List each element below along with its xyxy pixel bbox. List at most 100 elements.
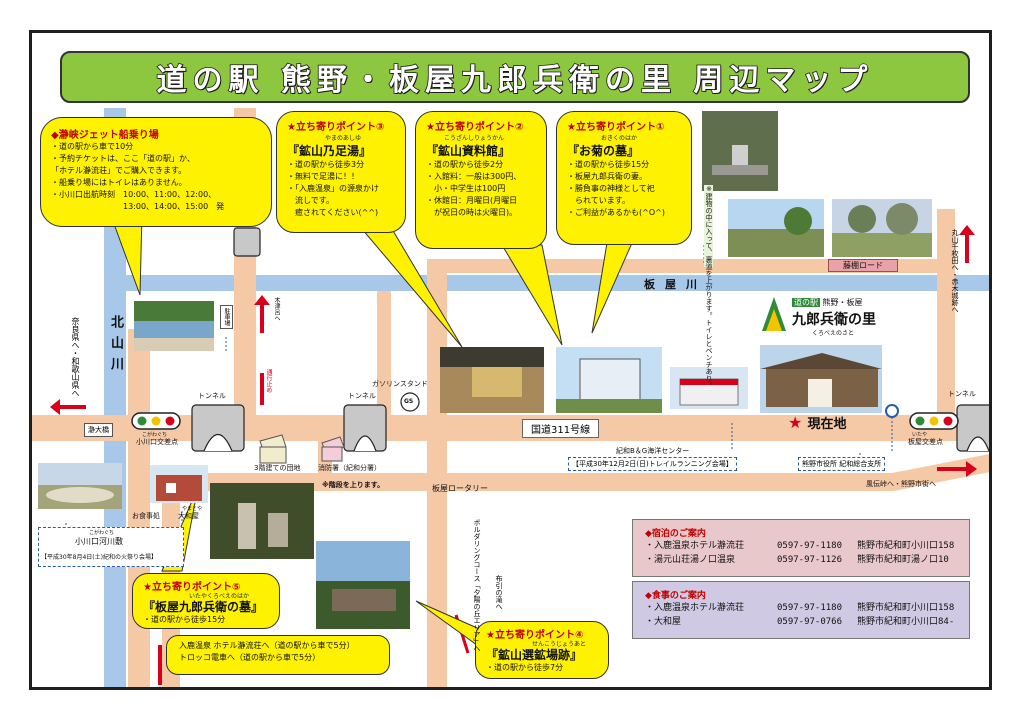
nara-wakayama-direction: 奈良県へ・和歌山県へ <box>71 317 80 397</box>
kiwa-center-event: 【平成30年12月2日(日)トレイルランニング会場】 <box>568 457 737 471</box>
kogawaguchi-block: こがわぐち 小川口河川敷 【平成30年8月4日(土)紀和の火祭り会場】 <box>38 527 184 567</box>
lodging-0-name: ・入鹿温泉ホテル瀞流荘 <box>645 541 745 551</box>
point-1-line-4: ・ご利益があるかも(^O^) <box>567 208 665 217</box>
city-office-label: 熊野市役所 紀和総合支所 <box>798 457 886 471</box>
photo-fujidana-2 <box>832 199 932 257</box>
logo-badge: 道の駅 <box>792 298 820 307</box>
photo-foot-bath <box>440 347 544 413</box>
itaya-intersection-label: 板屋交差点 <box>908 438 943 446</box>
point-4-ruby: せんこうじょうあと <box>532 641 587 648</box>
point-3-ruby: やまのあしゆ <box>325 135 362 142</box>
lodging-1-addr: 熊野市紀和町湯ノ口10 <box>857 555 949 565</box>
tunnel-right-label: トンネル <box>948 390 976 398</box>
sub-road <box>377 291 391 417</box>
torokko-direction: トロッコ電車へ（道の駅から車で5分） <box>179 653 321 662</box>
fujidana-road-label: 藤棚ロード <box>828 259 898 272</box>
jet-line-4: ・小川口出航時刻 10:00、11:00、12:00、 <box>51 190 217 199</box>
no-entry-mark-icon <box>260 373 264 405</box>
lodging-0-tel: 0597-97-1180 <box>777 541 843 551</box>
current-location: ★ 現在地 <box>788 413 846 432</box>
boulder-direction: ボルダリングコース「夕陽の丘エリア」へ <box>473 519 481 652</box>
traffic-light-ogawaguchi <box>131 412 181 430</box>
lodging-0-addr: 熊野市紀和町小川口158 <box>857 541 955 551</box>
point-2-line-4: が祝日の時は火曜日)。 <box>426 208 518 217</box>
current-star-icon: ★ <box>788 413 803 432</box>
point-3-line-1: ・無料で足湯に！！ <box>287 172 359 181</box>
jet-line-3: ・船乗り場にはトイレはありません。 <box>51 178 187 187</box>
tunnel-middle <box>343 404 387 452</box>
traffic-light-itaya <box>909 412 959 430</box>
kitsu-direction: 木津呂へ <box>273 297 280 321</box>
okiku-access-note: ※建物の中に入って、裏道を上がります。トイレとベンチあり。 <box>704 185 713 389</box>
point-1-ruby: おきくのはか <box>601 135 638 142</box>
kiwa-center-label: 紀和B＆G海洋センター <box>616 447 690 455</box>
tunnel-left <box>191 404 245 452</box>
tunnel-middle-label: トンネル <box>348 392 376 400</box>
lodging-row-0: ・入鹿温泉ホテル瀞流荘 0597-97-1180 熊野市紀和町小川口158 <box>645 539 957 553</box>
photo-museum <box>556 347 662 413</box>
point-4-line-0: ・道の駅から徒歩7分 <box>486 663 564 672</box>
point-2-name: 『鉱山資料館』 <box>426 144 511 158</box>
dining-0-tel: 0597-97-1180 <box>777 603 843 613</box>
dining-title: ◆食事のご案内 <box>645 591 706 601</box>
dining-0-addr: 熊野市紀和町小川口158 <box>857 603 955 613</box>
itaya-river-label: 板屋川 <box>644 278 707 291</box>
photo-kurobee-grave <box>210 483 314 559</box>
point-3-name: 『鉱山乃足湯』 <box>287 144 372 158</box>
fire-station-label: 消防署（紀和分署） <box>318 464 381 472</box>
ogawaguchi-label: 小川口交差点 <box>136 438 178 446</box>
gas-station-icon <box>400 392 420 412</box>
ogawaguchi-ruby: こがわぐち <box>142 432 168 438</box>
itaya-river <box>126 275 989 291</box>
upper-connect <box>427 259 947 273</box>
logo-mark-icon <box>760 295 788 335</box>
point-3-callout: ★立ち寄りポイント③ やまのあしゆ 『鉱山乃足湯』 ・道の駅から徒歩3分 ・無料… <box>276 111 406 233</box>
title-banner: 道の駅 熊野・板屋九郎兵衛の里 周辺マップ <box>60 51 970 103</box>
point-3-header: ★立ち寄りポイント③ <box>287 122 385 133</box>
current-location-label: 現在地 <box>807 417 847 432</box>
iruka-callout: 入鹿温泉 ホテル瀞流荘へ（道の駅から車で5分） トロッコ電車へ（道の駅から車で5… <box>166 635 390 675</box>
point-3-line-2: ・「入鹿温泉」の源泉かけ <box>287 184 379 193</box>
point-1-name: 『お菊の墓』 <box>567 144 640 158</box>
jet-boat-title: ◆瀞峡ジェット船乗り場 <box>51 130 159 141</box>
dining-1-tel: 0597-97-0766 <box>777 617 843 627</box>
dorokyo-label: 瀞大橋 <box>84 423 113 437</box>
tunnel-top <box>233 227 261 257</box>
itaya-rotary-label: 板屋ロータリー <box>432 484 488 493</box>
route311-label: 国道311号線 <box>522 419 600 438</box>
logo-kana: くろべえのさと <box>812 330 855 337</box>
point-2-line-2: 小・中学生は100円 <box>426 184 506 193</box>
dining-0-name: ・入鹿温泉ホテル瀞流荘 <box>645 603 745 613</box>
photo-kiwa-center <box>670 367 748 409</box>
point-5-callout: ★立ち寄りポイント⑤ いたやくろべえのはか 『板屋九郎兵衛の墓』 ・道の駅から徒… <box>132 573 280 629</box>
photo-fujidana-1 <box>728 199 824 257</box>
arrow-east-icon <box>937 461 977 477</box>
dining-1-name: ・大和屋 <box>645 617 682 627</box>
page-title: 道の駅 熊野・板屋九郎兵衛の里 周辺マップ <box>156 62 874 99</box>
arrow-down-iruka-icon <box>158 645 162 685</box>
jet-line-1: ・予約チケットは、ここ「道の駅」か、 <box>51 154 195 163</box>
kogawaguchi-river-label: 小川口河川敷 <box>75 537 123 546</box>
yamatoya-label: 大和屋 <box>178 512 199 520</box>
point-3-line-3: 流しです。 <box>287 196 334 205</box>
photo-kogawaguchi <box>38 463 122 509</box>
jet-boat-callout: ◆瀞峡ジェット船乗り場 ・道の駅から車で10分 ・予約チケットは、ここ「道の駅」… <box>40 117 272 227</box>
lodging-1-name: ・湯元山荘湯ノ口温泉 <box>645 555 736 565</box>
iruka-direction: 入鹿温泉 ホテル瀞流荘へ（道の駅から車で5分） <box>179 641 355 650</box>
logo-name: 九郎兵衛の里 <box>792 312 876 328</box>
maruyama-direction: 丸山千枚田へ・赤木城跡へ <box>951 229 959 313</box>
photo-okiku-grave <box>702 111 778 191</box>
point-2-line-3: ・休館日：月曜日(月曜日 <box>426 196 518 205</box>
kitayama-river-label: 北山川 <box>108 315 123 378</box>
lodging-1-tel: 0597-97-1126 <box>777 555 843 565</box>
east-road <box>937 209 955 421</box>
parking-label: 駐車場 <box>220 305 233 329</box>
point-1-callout: ★立ち寄りポイント① おきくのはか 『お菊の墓』 ・道の駅から徒歩15分 ・板屋… <box>556 111 692 245</box>
three-story-label: 3階建ての団地 <box>254 464 301 472</box>
tunnel-left-label: トンネル <box>198 392 226 400</box>
point-4-callout: ★立ち寄りポイント④ せんこうじょうあと 『鉱山選鉱場跡』 ・道の駅から徒歩7分 <box>475 621 609 679</box>
gs-label: GS <box>404 398 414 405</box>
